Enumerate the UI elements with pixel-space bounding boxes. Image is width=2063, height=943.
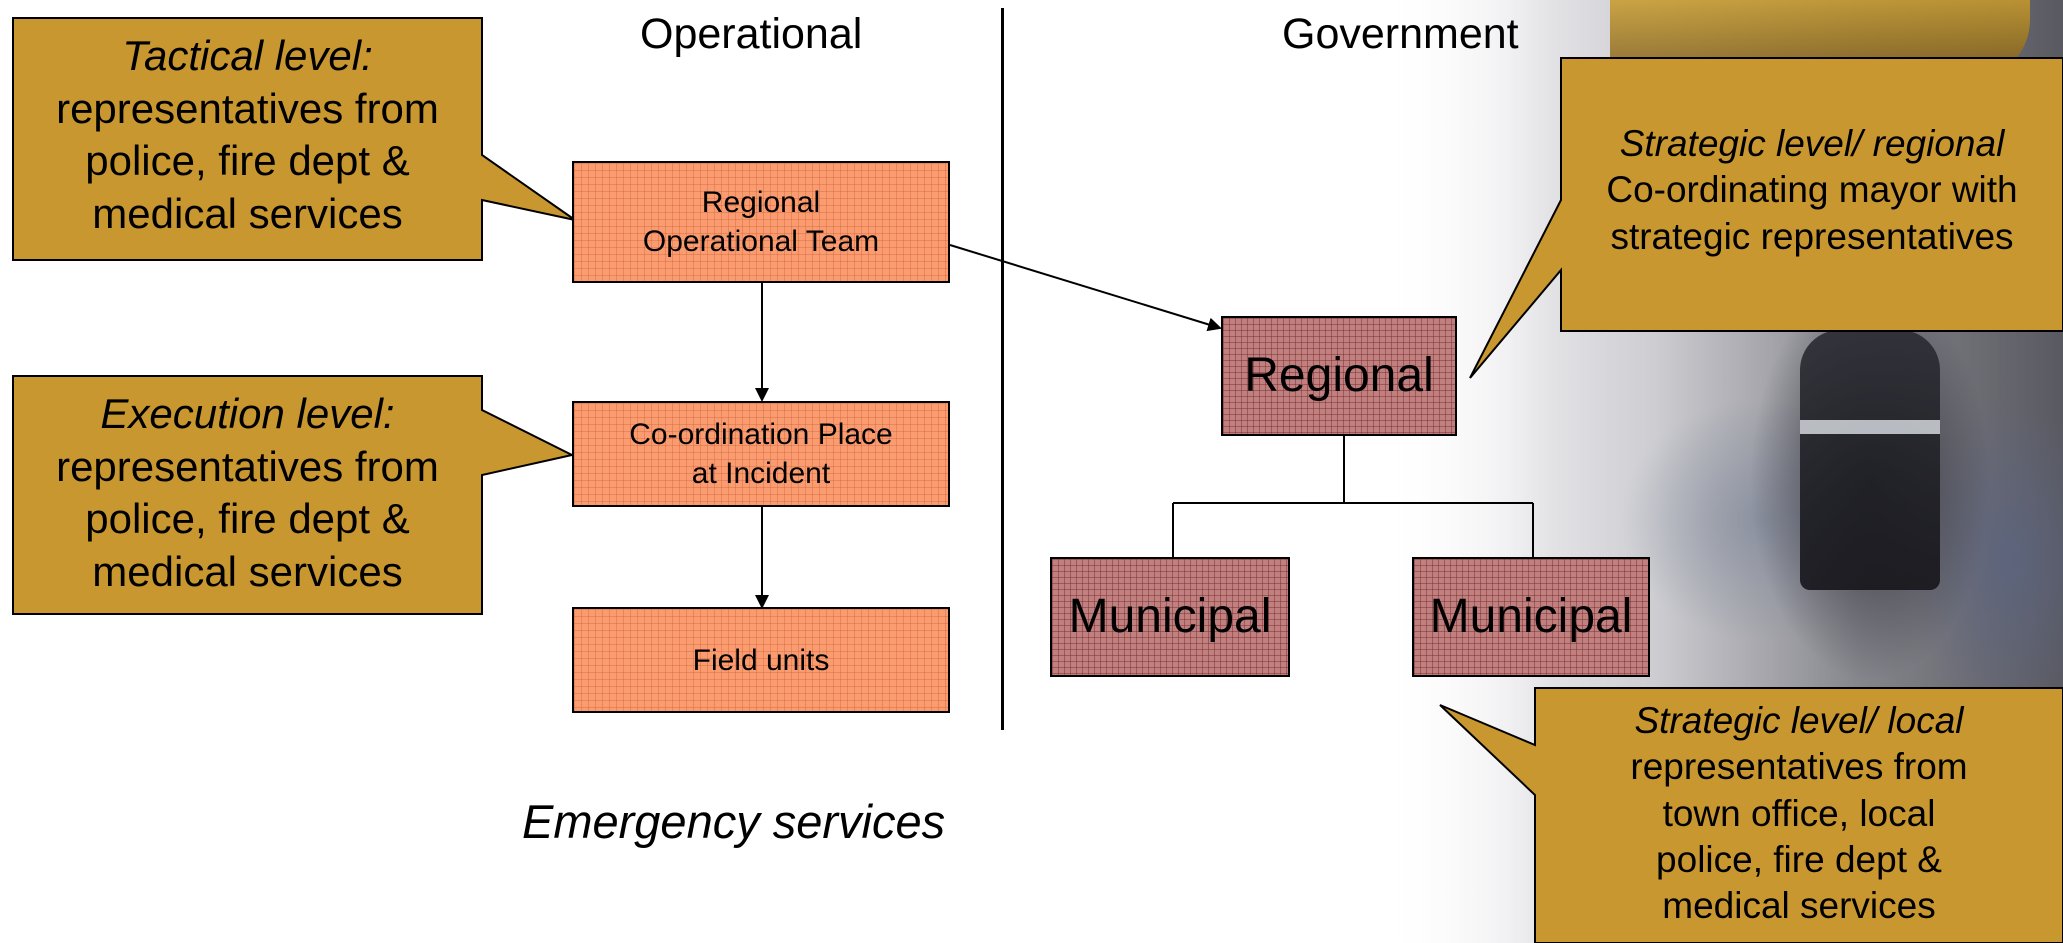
- callout-execution-shape: [12, 375, 575, 615]
- column-divider: [1001, 8, 1004, 730]
- callout-tactical-shape: [12, 17, 576, 261]
- callout-strategic-local: Strategic level/ local representatives f…: [1535, 698, 2063, 929]
- callout-strategic-regional-title: Strategic level/ regional: [1619, 123, 2005, 164]
- callout-strategic-local-body: representatives from town office, local …: [1630, 746, 1968, 926]
- callout-tactical-title: Tactical level:: [122, 32, 373, 79]
- box-field-units: Field units: [572, 607, 950, 713]
- box-municipal-right-label: Municipal: [1429, 589, 1633, 643]
- arrow-team-to-regional: [949, 244, 1222, 332]
- box-municipal-left-label: Municipal: [1068, 589, 1272, 643]
- box-regional: Regional: [1221, 316, 1457, 436]
- callout-strategic-regional: Strategic level/ regional Co-ordinating …: [1561, 121, 2063, 260]
- box-coordination-place-label: Co-ordination Place at Incident: [629, 418, 893, 490]
- heading-operational: Operational: [640, 10, 863, 58]
- footer-emergency-services: Emergency services: [522, 795, 946, 848]
- callout-tactical: Tactical level: representatives from pol…: [13, 30, 482, 240]
- callout-execution: Execution level: representatives from po…: [13, 388, 482, 598]
- callout-tactical-body: representatives from police, fire dept &…: [56, 84, 439, 237]
- box-municipal-right: Municipal: [1412, 557, 1650, 677]
- callout-strategic-regional-shape: [1469, 57, 2063, 379]
- box-regional-operational-team-label: Regional Operational Team: [642, 186, 880, 258]
- box-field-units-label: Field units: [692, 643, 830, 677]
- box-regional-label: Regional: [1244, 348, 1434, 402]
- callout-strategic-local-shape: [1439, 687, 2063, 943]
- callout-strategic-local-title: Strategic level/ local: [1634, 700, 1964, 741]
- callout-execution-body: representatives from police, fire dept &…: [56, 442, 439, 595]
- box-municipal-left: Municipal: [1050, 557, 1290, 677]
- box-regional-operational-team: Regional Operational Team: [572, 161, 950, 283]
- callout-strategic-regional-body: Co-ordinating mayor with strategic repre…: [1606, 169, 2018, 257]
- heading-government: Government: [1282, 10, 1519, 58]
- box-coordination-place: Co-ordination Place at Incident: [572, 401, 950, 507]
- callout-execution-title: Execution level:: [100, 390, 395, 437]
